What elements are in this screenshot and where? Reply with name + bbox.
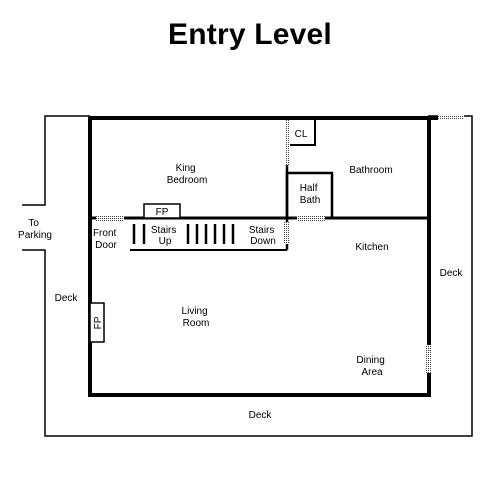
- label-closet: CL: [295, 129, 308, 140]
- page-title: Entry Level: [168, 18, 332, 51]
- label-deck-right: Deck: [440, 268, 464, 279]
- bedroom-fireplace: [143, 203, 181, 219]
- label-half-bath: Half Bath: [300, 183, 321, 206]
- deck-outline: [22, 115, 473, 437]
- label-to-parking: To Parking: [18, 218, 52, 241]
- label-living-room: Living Room: [182, 306, 211, 329]
- stairs: [130, 224, 287, 251]
- living-fireplace: [89, 302, 105, 343]
- label-fp-living: FP: [93, 316, 104, 329]
- label-dining-area: Dining Area: [356, 355, 387, 378]
- label-bathroom: Bathroom: [349, 165, 392, 176]
- label-fp-bedroom: FP: [156, 207, 169, 218]
- label-king-bedroom: King Bedroom: [167, 163, 208, 186]
- label-stairs-down: Stairs Down: [249, 225, 277, 247]
- label-front-door: Front Door: [93, 228, 119, 251]
- label-stairs-up: Stairs Up: [151, 225, 179, 247]
- label-kitchen: Kitchen: [355, 242, 388, 253]
- label-deck-bottom: Deck: [249, 410, 273, 421]
- label-deck-left: Deck: [55, 293, 79, 304]
- door-openings: [96, 115, 464, 373]
